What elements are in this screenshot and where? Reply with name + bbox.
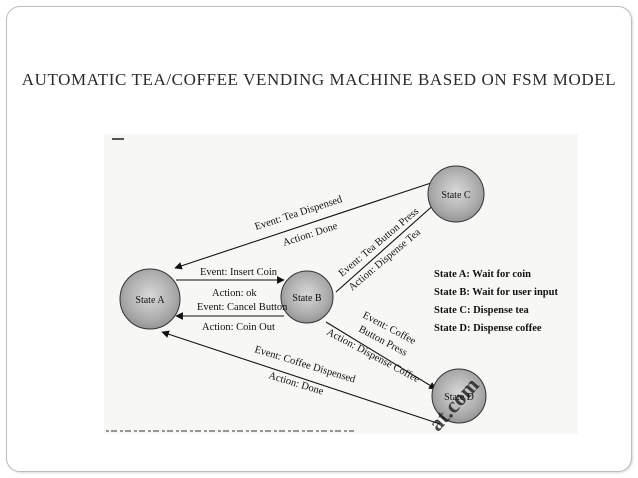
d-to-a-action-label: Action: Done — [267, 370, 325, 397]
state-b-node — [280, 270, 334, 324]
c-to-a-action-label: Action: Done — [282, 221, 340, 249]
legend-item: State D: Dispense coffee — [434, 323, 542, 334]
state-b-label: State B — [292, 293, 321, 304]
state-c-node — [427, 165, 485, 223]
state-c-label: State C — [441, 190, 470, 201]
fsm-diagram-svg: State A State B State C State D Event: T… — [106, 138, 558, 436]
edge-d-to-a — [161, 330, 441, 425]
a-to-b-event-label: Event: Insert Coin — [200, 267, 278, 278]
edge-b-to-c — [335, 201, 438, 293]
legend-item: State B: Wait for user input — [434, 287, 558, 298]
fsm-diagram: State A State B State C State D Event: T… — [104, 134, 578, 436]
state-d-label: State D — [444, 392, 474, 403]
state-a-node — [119, 268, 181, 330]
edge-c-to-a — [174, 181, 435, 270]
legend-item: State A: Wait for coin — [434, 269, 531, 280]
b-to-a-action-label: Action: Coin Out — [202, 322, 275, 333]
scan-artifact — [112, 138, 124, 140]
slide-title: Automatic Tea/Coffee Vending Machine bas… — [21, 70, 617, 89]
edge-b-to-d — [325, 321, 437, 390]
a-to-b-action-label: Action: ok — [212, 288, 257, 299]
legend-item: State C: Dispense tea — [434, 305, 530, 316]
state-a-label: State A — [135, 295, 165, 306]
state-d-node — [431, 368, 487, 424]
b-to-a-event-label: Event: Cancel Button — [197, 302, 288, 313]
